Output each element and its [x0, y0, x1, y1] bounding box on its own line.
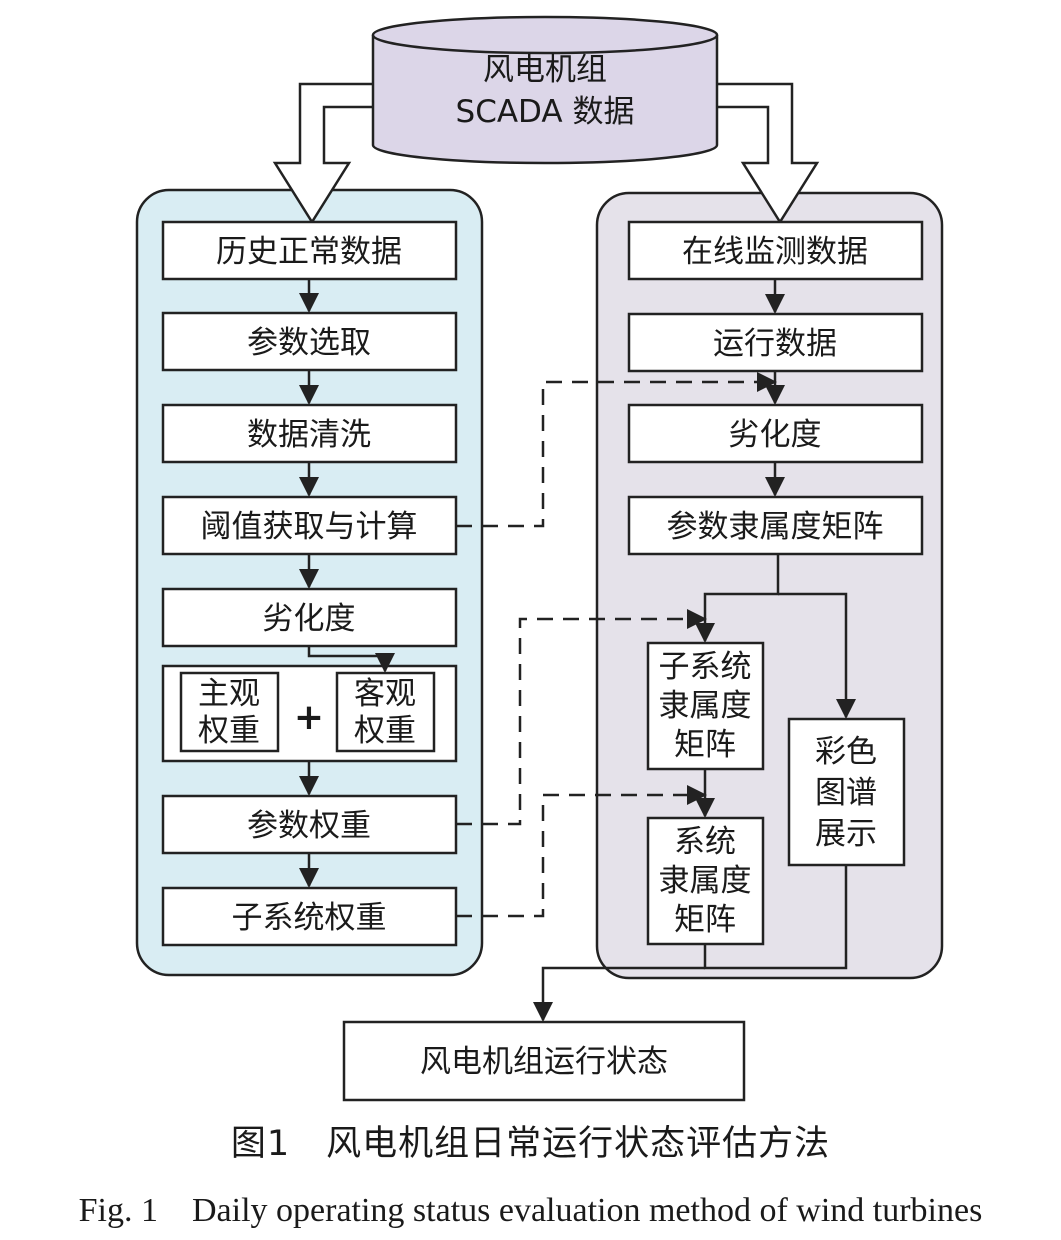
parameter-selection-label: 参数选取 [247, 325, 371, 361]
flowchart: 风电机组 SCADA 数据 历史正常数据 参数选取 数据清洗 阈值获取与计算 劣… [135, 15, 944, 1102]
arrow-split-spectrum [778, 592, 856, 719]
color-spectrum-line2: 图谱 [815, 775, 877, 811]
subjective-weight-line1: 主观 [198, 676, 260, 712]
objective-weight-line1: 客观 [354, 676, 416, 712]
online-data-label: 在线监测数据 [682, 234, 868, 270]
color-spectrum-line3: 展示 [815, 816, 877, 852]
output-status-label: 风电机组运行状态 [420, 1044, 668, 1080]
left-degradation-label: 劣化度 [263, 601, 356, 637]
dashed-subsysweight-to-system [456, 785, 707, 918]
dashed-paramweight-to-subsystem [456, 609, 707, 826]
dashed-threshold-to-degradation [456, 372, 777, 528]
left-degradation-box [161, 587, 458, 648]
threshold-label: 阈值获取与计算 [201, 509, 418, 545]
color-spectrum-box [787, 717, 906, 867]
merge-line [703, 865, 848, 970]
system-membership-box [646, 816, 765, 946]
database-title: 风电机组 [483, 52, 607, 88]
objective-weight-line2: 权重 [354, 713, 416, 749]
arrow-left-5 [307, 646, 395, 673]
subsystem-membership-box [646, 641, 765, 771]
right-degradation-label: 劣化度 [729, 417, 822, 453]
data-cleaning-box [161, 403, 458, 464]
subsystem-membership-line2: 隶属度 [659, 688, 752, 724]
online-data-box [627, 220, 924, 281]
subsystem-weight-box [161, 886, 458, 947]
data-cleaning-label: 数据清洗 [247, 417, 371, 453]
param-membership-label: 参数隶属度矩阵 [667, 509, 884, 545]
plus-sign: + [294, 697, 324, 738]
color-spectrum-line1: 彩色 [815, 734, 877, 770]
objective-weight-box [335, 671, 436, 753]
operating-data-label: 运行数据 [713, 326, 837, 362]
scada-database: 风电机组 SCADA 数据 [371, 15, 719, 165]
subsystem-weight-label: 子系统权重 [232, 900, 387, 936]
parameter-selection-box [161, 311, 458, 372]
subsystem-membership-line1: 子系统 [659, 649, 752, 685]
historical-data-label: 历史正常数据 [216, 234, 402, 270]
subjective-weight-line2: 权重 [198, 713, 260, 749]
system-membership-line2: 隶属度 [659, 863, 752, 899]
caption-english: Fig. 1 Daily operating status evaluation… [78, 1192, 983, 1229]
parameter-weight-label: 参数权重 [247, 808, 371, 844]
database-subtitle: SCADA 数据 [456, 94, 635, 130]
param-membership-box [627, 495, 924, 556]
subsystem-membership-line3: 矩阵 [674, 727, 736, 763]
threshold-box [161, 495, 458, 556]
caption-chinese: 图1 风电机组日常运行状态评估方法 [230, 1124, 831, 1164]
arrow-to-output [533, 966, 705, 1022]
output-status-box [342, 1020, 746, 1102]
system-membership-line1: 系统 [674, 824, 736, 860]
subjective-weight-box [179, 671, 280, 753]
system-membership-line3: 矩阵 [674, 902, 736, 938]
